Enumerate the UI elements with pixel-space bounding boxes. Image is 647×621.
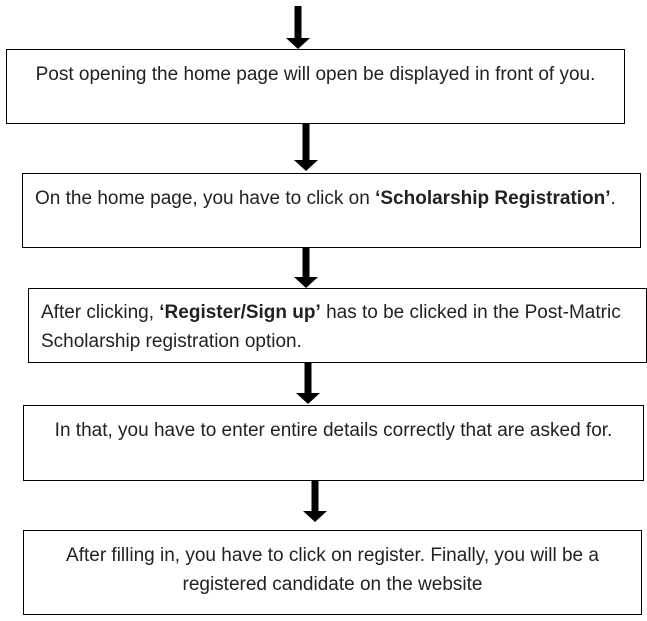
arrow-shaft (302, 248, 310, 279)
flow-arrow-2 (294, 248, 318, 288)
flow-arrow-3 (296, 363, 320, 404)
flow-step-1: Post opening the home page will open be … (6, 49, 625, 124)
step-3-text: After clicking, ‘Register/Sign up’ has t… (41, 298, 636, 356)
flow-step-5: After filling in, you have to click on r… (23, 530, 642, 615)
arrow-head (303, 511, 327, 522)
arrow-head (294, 160, 318, 171)
arrow-head (294, 277, 318, 288)
step-5-text: After filling in, you have to click on r… (66, 545, 599, 595)
step-2-text: On the home page, you have to click on ‘… (35, 184, 628, 213)
flow-arrow-0 (286, 6, 310, 49)
arrow-shaft (311, 480, 319, 513)
arrow-shaft (304, 363, 312, 395)
flow-step-2: On the home page, you have to click on ‘… (22, 173, 641, 248)
arrow-shaft (302, 124, 310, 162)
step-2-text-before: On the home page, you have to click on (35, 188, 376, 209)
arrow-head (286, 38, 310, 49)
step-3-text-after: has to be clicked in the Post-Matric Sch… (41, 302, 621, 352)
step-2-text-after: . (610, 188, 616, 209)
flow-step-3: After clicking, ‘Register/Sign up’ has t… (28, 288, 647, 363)
step-3-text-bold: ‘Register/Sign up’ (159, 302, 321, 323)
step-1-text: Post opening the home page will open be … (35, 64, 596, 85)
step-4-text: In that, you have to enter entire detail… (54, 420, 613, 441)
step-2-text-bold: ‘Scholarship Registration’ (375, 188, 611, 209)
flow-step-4: In that, you have to enter entire detail… (23, 405, 644, 481)
arrow-head (296, 393, 320, 404)
flow-arrow-1 (294, 124, 318, 171)
flow-arrow-4 (303, 480, 327, 522)
arrow-shaft (294, 6, 302, 40)
step-3-text-before: After clicking, (41, 302, 160, 323)
